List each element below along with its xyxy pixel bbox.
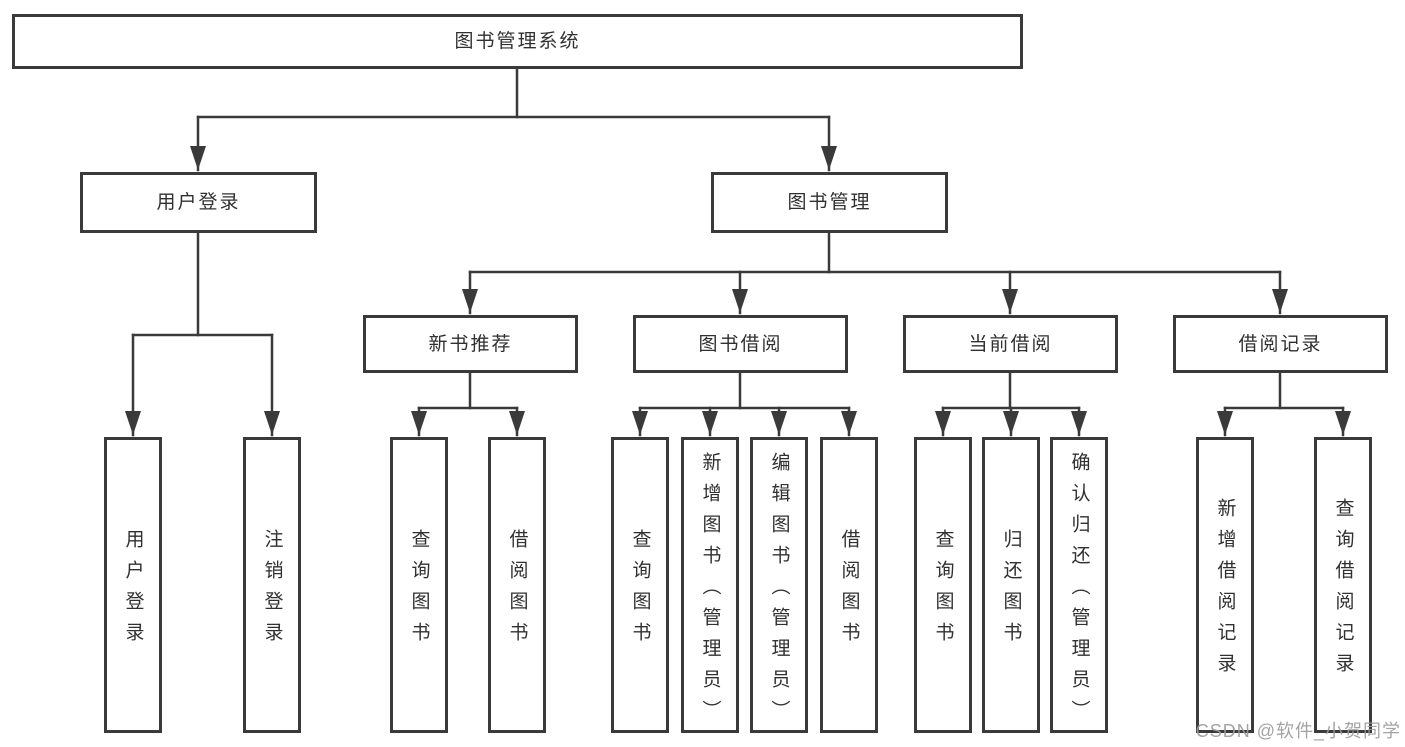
leaf-confirm-return-admin: 确认归还（管理员）	[1050, 437, 1108, 733]
leaf-return-books: 归还图书	[982, 437, 1040, 733]
node-book-management: 图书管理	[711, 172, 948, 233]
leaf-query-books-3: 查询图书	[914, 437, 972, 733]
leaf-add-borrow-record: 新增借阅记录	[1196, 437, 1254, 733]
leaf-label: 借阅图书	[506, 529, 528, 653]
leaf-query-books-2: 查询图书	[611, 437, 669, 733]
leaf-user-login: 用户登录	[104, 437, 162, 733]
node-book-borrowing: 图书借阅	[633, 315, 848, 373]
leaf-borrow-books-2: 借阅图书	[820, 437, 878, 733]
leaf-label: 查询图书	[932, 529, 954, 653]
leaf-label: 用户登录	[122, 529, 144, 653]
node-borrowing-records: 借阅记录	[1173, 315, 1388, 373]
leaf-label: 新增借阅记录	[1214, 498, 1236, 684]
leaf-query-books-1: 查询图书	[390, 437, 448, 733]
node-root: 图书管理系统	[12, 14, 1023, 69]
leaf-label: 归还图书	[1000, 529, 1022, 653]
leaf-label: 查询借阅记录	[1332, 498, 1354, 684]
leaf-label: 编辑图书（管理员）	[768, 451, 790, 731]
node-user-login: 用户登录	[80, 172, 317, 233]
node-current-borrowing: 当前借阅	[903, 315, 1118, 373]
csdn-watermark: CSDN @软件_小贺同学	[1195, 721, 1401, 741]
node-new-book-recommendation: 新书推荐	[363, 315, 578, 373]
leaf-label: 新增图书（管理员）	[699, 451, 721, 731]
leaf-label: 确认归还（管理员）	[1068, 451, 1090, 731]
leaf-query-borrow-record: 查询借阅记录	[1314, 437, 1372, 733]
leaf-add-books-admin: 新增图书（管理员）	[681, 437, 739, 733]
leaf-label: 查询图书	[408, 529, 430, 653]
leaf-logout: 注销登录	[243, 437, 301, 733]
leaf-label: 查询图书	[629, 529, 651, 653]
leaf-label: 借阅图书	[838, 529, 860, 653]
leaf-edit-books-admin: 编辑图书（管理员）	[750, 437, 808, 733]
leaf-label: 注销登录	[261, 529, 283, 653]
leaf-borrow-books-1: 借阅图书	[488, 437, 546, 733]
